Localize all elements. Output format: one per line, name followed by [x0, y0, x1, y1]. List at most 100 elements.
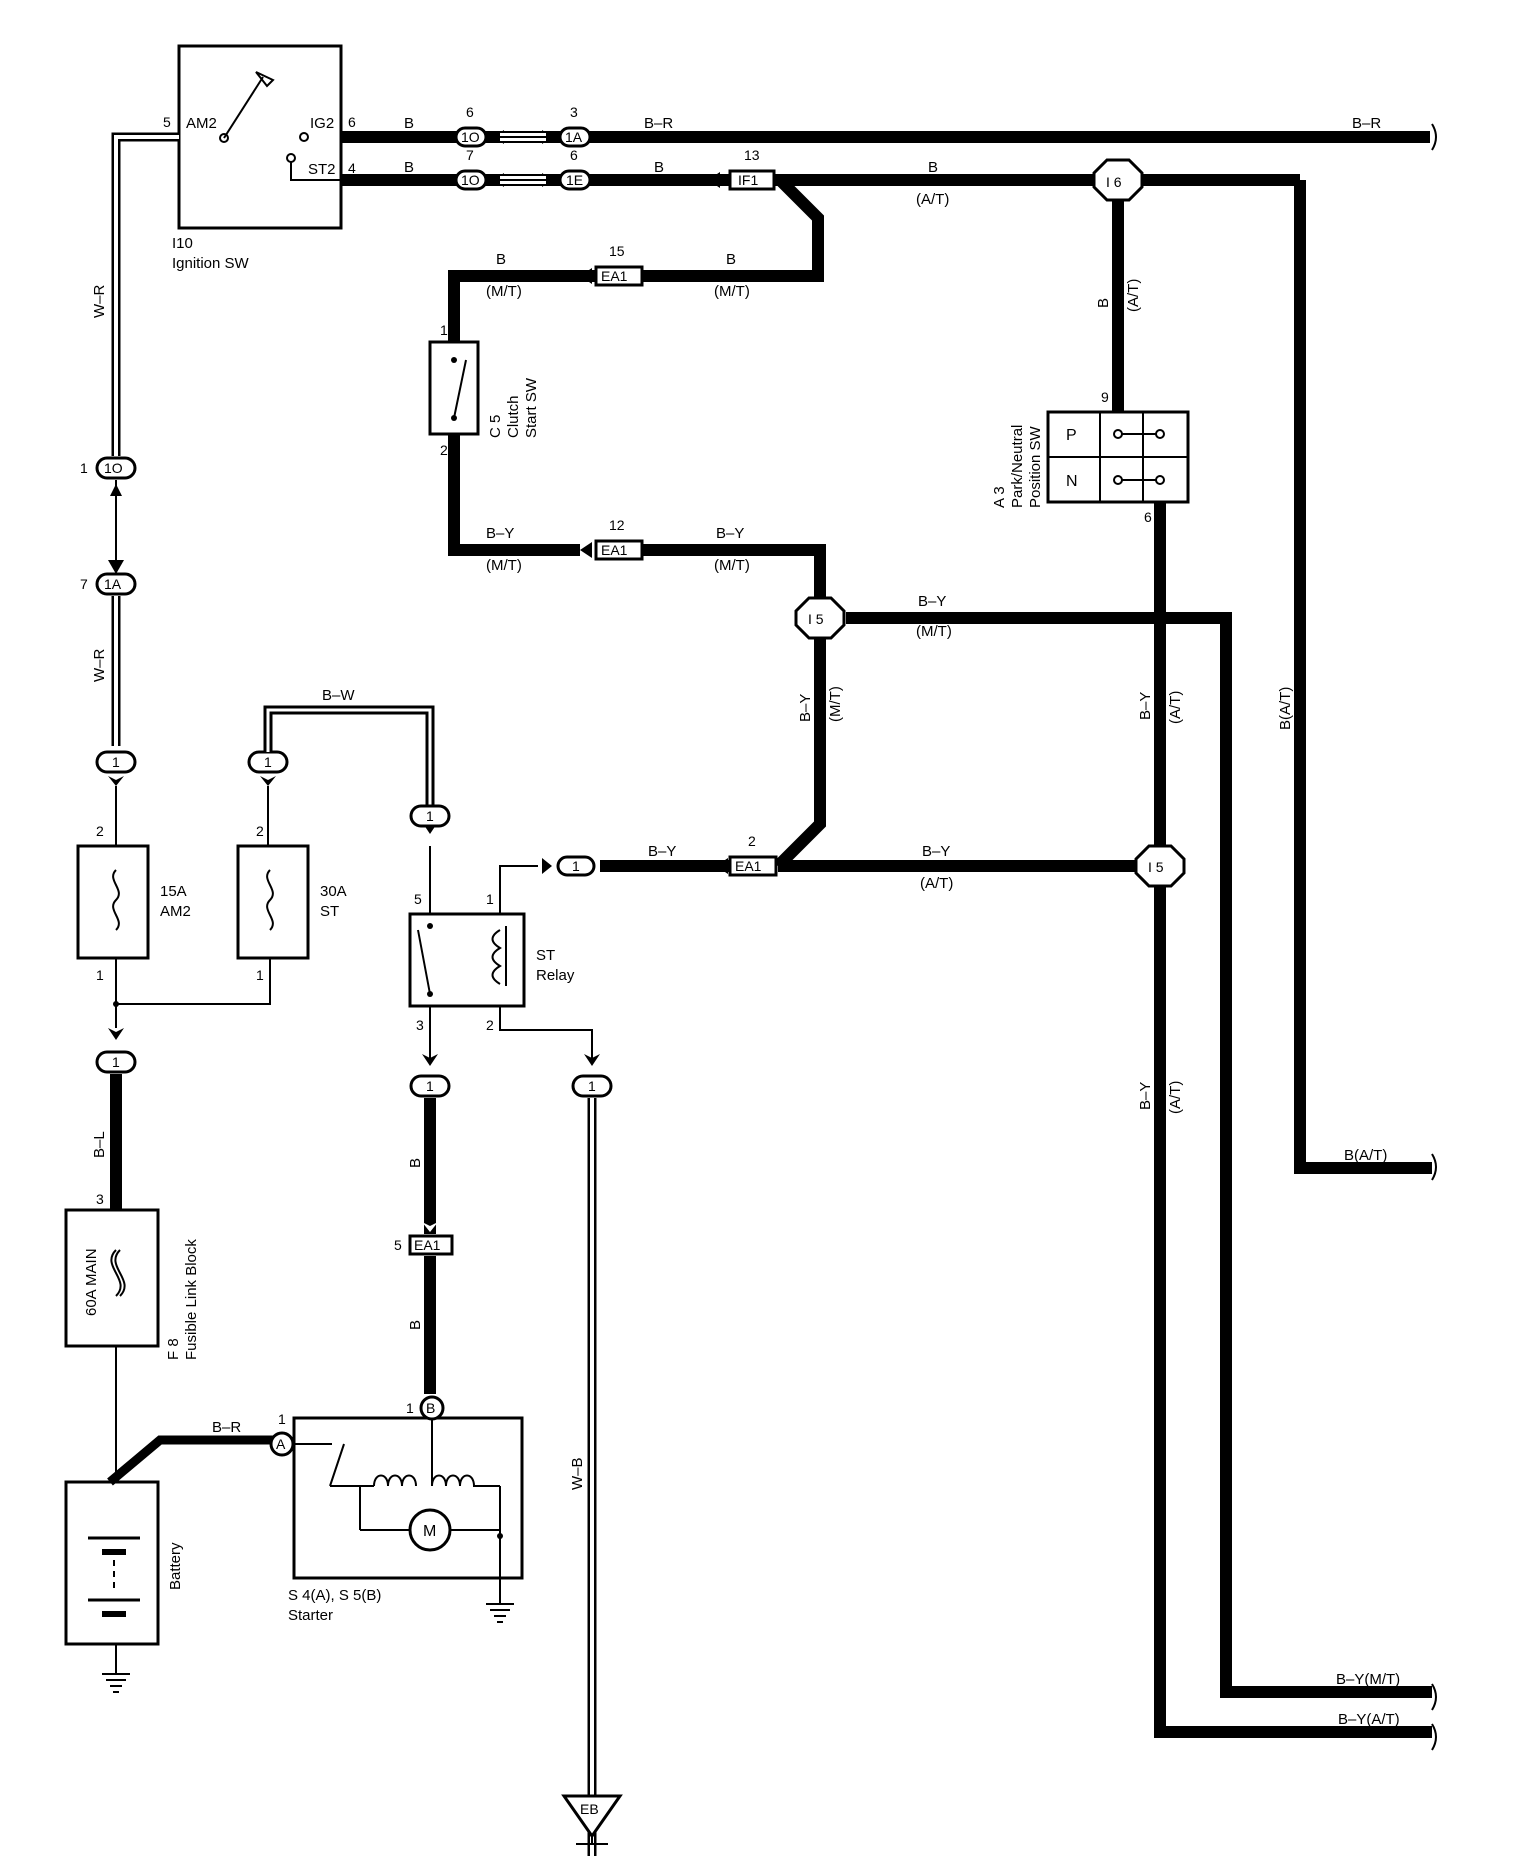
svg-text:2: 2	[440, 442, 448, 458]
wire-label-by-5: B–Y	[1137, 692, 1154, 720]
wire-label-br-1: B–R	[644, 115, 673, 132]
wire-label-bl: B–L	[91, 1131, 108, 1158]
wire-label-by-2: B–Y	[716, 525, 744, 542]
wire-label-by-4: B–Y	[797, 694, 814, 722]
wire-by-mt-clutch	[448, 434, 580, 556]
svg-text:2: 2	[96, 823, 104, 839]
svg-text:6: 6	[466, 104, 474, 120]
svg-text:F 8: F 8	[165, 1338, 182, 1360]
wire-label-wb: W–B	[569, 1457, 586, 1490]
svg-text:1: 1	[278, 1411, 286, 1427]
svg-text:1: 1	[406, 1400, 414, 1416]
wire-label-b-6: B	[496, 251, 506, 268]
svg-text:3: 3	[96, 1191, 104, 1207]
connector-1o-left: 1O 1	[80, 456, 137, 480]
svg-text:A 3: A 3	[991, 486, 1008, 508]
ground-battery	[102, 1673, 130, 1693]
junction-i6: I 6	[1092, 158, 1144, 202]
wire-label-at-1: (A/T)	[916, 191, 949, 208]
park-neutral-position-switch: P N 9 6 A 3 Park/Neutral Position SW	[991, 389, 1190, 525]
wire-by-mt-right	[846, 612, 1432, 1698]
svg-text:13: 13	[744, 147, 760, 163]
svg-text:5: 5	[414, 891, 422, 907]
connector-1-am2-bottom: 1	[95, 1050, 137, 1074]
svg-text:ST: ST	[320, 903, 339, 920]
svg-text:2: 2	[256, 823, 264, 839]
svg-text:2: 2	[486, 1017, 494, 1033]
svg-text:9: 9	[1101, 389, 1109, 405]
svg-text:ST: ST	[536, 947, 555, 964]
connector-1-relay-out: 1	[542, 855, 596, 877]
wire-label-at-5: (A/T)	[920, 875, 953, 892]
connector-if1: IF1 13	[708, 147, 776, 191]
svg-text:I 5: I 5	[1148, 859, 1164, 875]
junction-i5-mt: I 5	[794, 596, 846, 640]
svg-text:EA1: EA1	[735, 858, 762, 874]
svg-text:1: 1	[426, 808, 434, 824]
svg-text:1: 1	[112, 754, 120, 770]
svg-text:1: 1	[572, 858, 580, 874]
svg-text:N: N	[1066, 473, 1078, 490]
connector-ea1-5: EA1 5	[394, 1222, 454, 1256]
wire-by-mt-to-i5	[640, 544, 826, 600]
wire-by-at-right	[1154, 886, 1432, 1738]
connector-1-st-top: 1	[247, 750, 289, 786]
wire-label-by-at: B–Y(A/T)	[1338, 1711, 1400, 1728]
svg-text:I 5: I 5	[808, 611, 824, 627]
wire-label-by-3: B–Y	[918, 593, 946, 610]
ignition-terminal-ig2: IG2	[310, 115, 334, 132]
wire-label-by-mt: B–Y(M/T)	[1336, 1671, 1400, 1688]
ground-starter	[486, 1603, 514, 1623]
wire-b-mt-left	[448, 270, 640, 346]
wire-by-mt-down	[773, 636, 826, 871]
svg-text:15A: 15A	[160, 883, 187, 900]
svg-text:3: 3	[416, 1017, 424, 1033]
wire-label-wr-2: W–R	[91, 649, 108, 683]
svg-text:3: 3	[570, 104, 578, 120]
svg-text:5: 5	[394, 1237, 402, 1253]
svg-text:EA1: EA1	[601, 542, 628, 558]
svg-text:P: P	[1066, 427, 1077, 444]
connector-1-relay-bottom: 1	[409, 1074, 451, 1098]
wire-label-by-1: B–Y	[486, 525, 514, 542]
svg-text:IF1: IF1	[738, 172, 758, 188]
svg-text:AM2: AM2	[160, 903, 191, 920]
wire-label-mt-1: (M/T)	[486, 283, 522, 300]
wire-label-b-8: B	[407, 1158, 424, 1168]
svg-text:7: 7	[466, 147, 474, 163]
connector-1-relay-top: 1	[409, 804, 451, 828]
connector-1o-st2: 1O 7	[454, 147, 488, 191]
wire-label-b-5: B	[1095, 298, 1112, 308]
battery: Battery	[64, 1480, 184, 1646]
clutch-start-switch: 1 2 C 5 Clutch Start SW	[428, 322, 540, 458]
wire-label-mt-3: (M/T)	[486, 557, 522, 574]
svg-text:EA1: EA1	[601, 268, 628, 284]
wire-label-b-3: B	[654, 159, 664, 176]
fuse-30a-st: 2 1 30A ST	[236, 786, 347, 983]
svg-text:1: 1	[80, 460, 88, 476]
connector-1o-ig2: 1O 6	[454, 104, 488, 148]
svg-text:1O: 1O	[461, 172, 480, 188]
wire-label-by-7: B–Y	[648, 843, 676, 860]
svg-text:2: 2	[748, 833, 756, 849]
ignition-terminal-st2: ST2	[308, 161, 336, 178]
ignition-switch: AM2 IG2 ST2 I10 Ignition SW 5 6 4	[163, 44, 356, 272]
svg-text:Park/Neutral: Park/Neutral	[1009, 425, 1026, 508]
starter: B 1 A 1 M S 4(A), S 5(B) Starter	[269, 1395, 524, 1624]
wire-label-by-8: B–Y	[922, 843, 950, 860]
connector-1-relay-ground: 1	[571, 1074, 613, 1098]
wire-br-battery	[107, 1435, 278, 1486]
wire-bw	[263, 705, 435, 822]
svg-text:1A: 1A	[104, 576, 122, 592]
svg-text:15: 15	[609, 243, 625, 259]
wire-label-b-9: B	[407, 1320, 424, 1330]
svg-text:Battery: Battery	[167, 1542, 184, 1590]
wire-label-b-7: B	[726, 251, 736, 268]
svg-text:6: 6	[1144, 509, 1152, 525]
svg-text:C 5: C 5	[487, 415, 504, 438]
wire-label-b-2: B	[404, 159, 414, 176]
svg-text:60A MAIN: 60A MAIN	[83, 1248, 100, 1316]
svg-text:A: A	[276, 1436, 286, 1452]
wire-label-b-at-2: B(A/T)	[1344, 1147, 1387, 1164]
